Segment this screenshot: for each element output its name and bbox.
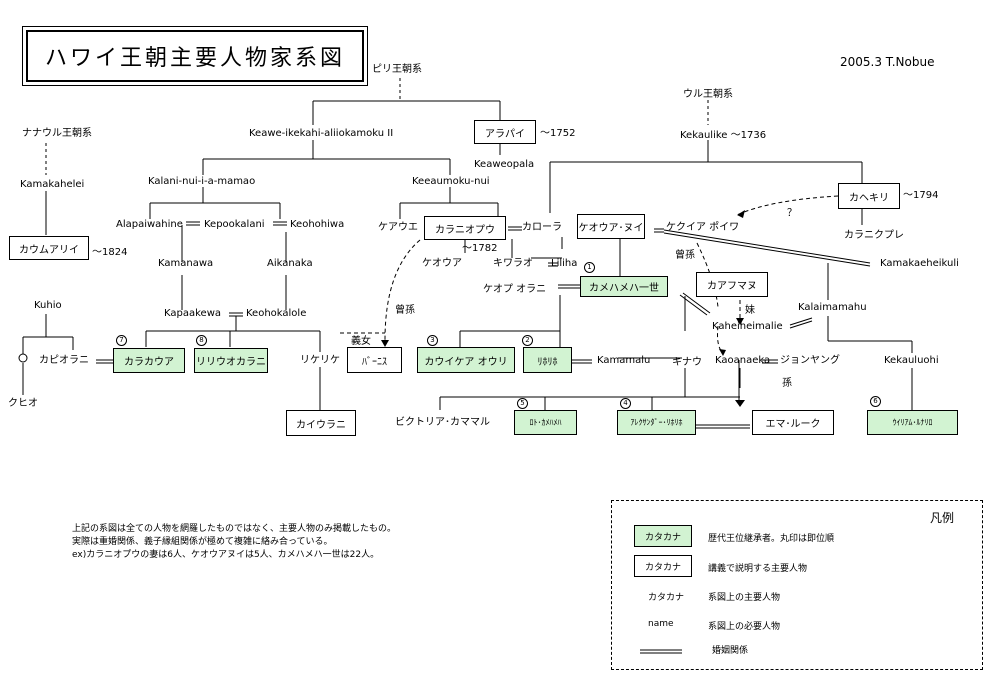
death-year-kahekili: ～1794 — [903, 190, 939, 201]
person-keaweopala: Keaweopala — [474, 159, 535, 170]
death-year-arapai: ～1752 — [540, 128, 576, 139]
person-john-young: ジョンヤング — [780, 355, 840, 366]
succession-number-lunalilo: 6 — [870, 396, 881, 407]
box-kalakaua: カラカウア — [113, 348, 185, 373]
box-kaumualii: カウムアリイ — [9, 236, 89, 260]
person-kaheiheimalie: Kaheiheimalie — [712, 321, 783, 332]
box-kaiulani: カイウラニ — [286, 410, 356, 436]
person-kinau: キナウ — [672, 357, 702, 368]
box-arapai: アラパイ — [474, 120, 536, 144]
legend: 凡例 カタカナ 歴代王位継承者。丸印は即位順 カタカナ 講義で説明する主要人物 … — [611, 500, 983, 670]
person-keeaumoku: Keeaumoku-nui — [412, 176, 490, 187]
box-liholiho: ﾘﾎﾘﾎ — [523, 347, 572, 373]
person-aikanaka: Aikanaka — [267, 258, 313, 269]
box-lot-kamehameha: ﾛﾄ･ｶﾒﾊﾒﾊ — [514, 410, 577, 435]
person-alapaiwahine: Alapaiwahine — [116, 219, 183, 230]
death-year-kalaniopuu: ～1782 — [462, 243, 498, 254]
box-keoua-nui: ケオウア･ヌイ — [577, 214, 645, 239]
person-keaue: ケアウエ — [378, 222, 418, 233]
person-kamamalu: Kamamalu — [597, 355, 651, 366]
author-credit: 2005.3 T.Nobue — [840, 55, 935, 69]
person-keawe: Keawe-ikekahi-aliiokamoku II — [249, 128, 394, 139]
great-grandchild-label-1: 曾孫 — [675, 250, 695, 261]
person-keopuolani: ケオプ オラニ — [483, 284, 547, 295]
person-kepookalani: Kepookalani — [204, 219, 265, 230]
person-kaoanaeka: Kaoanaeka — [715, 355, 771, 366]
person-kalanikupule: カラニクプレ — [844, 230, 904, 241]
adopted-daughter-label: 義女 — [351, 336, 371, 347]
page-title: ハワイ王朝主要人物家系図 — [22, 26, 368, 86]
great-grandchild-label-2: 曾孫 — [395, 305, 415, 316]
person-kapiolani: カピオラニ — [39, 355, 89, 366]
succession-number-liliuokalani: 8 — [196, 335, 207, 346]
person-rikerike: リケリケ — [300, 355, 340, 366]
note-line-3: ex)カラニオプウの妻は6人、ケオウアヌイは5人、カメハメハ一世は22人。 — [72, 550, 380, 560]
legend-title: 凡例 — [930, 511, 955, 525]
legend-katakana-desc: 系図上の主要人物 — [708, 593, 781, 603]
legend-green-desc: 歴代王位継承者。丸印は即位順 — [708, 534, 835, 544]
box-kaahumanu: カアフマヌ — [696, 272, 768, 297]
unknown-relation-mark: ？ — [787, 208, 797, 219]
box-liliuokalani: リリウオカラニ — [194, 348, 268, 373]
person-liliha: Liliha — [551, 258, 578, 269]
person-keohohiwa: Keohohiwa — [290, 219, 345, 230]
person-kuhio-2: クヒオ — [8, 398, 38, 409]
person-kamanawa: Kamanawa — [158, 258, 214, 269]
nanaulu-dynasty-label: ナナウル王朝系 — [22, 128, 92, 139]
person-keohokalole: Keohokalole — [246, 308, 307, 319]
person-kalaimamahu: Kalaimamahu — [798, 302, 867, 313]
succession-number-liholiho: 2 — [522, 335, 533, 346]
person-kekaulike: Kekaulike ～1736 — [680, 130, 767, 141]
piri-dynasty-label: ピリ王朝系 — [372, 64, 422, 75]
person-kapaakewa: Kapaakewa — [164, 308, 222, 319]
ulu-dynasty-label: ウル王朝系 — [683, 89, 733, 100]
person-kekauluohi: Kekauluohi — [884, 355, 939, 366]
note-line-1: 上記の系図は全ての人物を網羅したものではなく、主要人物のみ掲載したもの。 — [72, 524, 397, 534]
box-kahekili: カヘキリ — [838, 183, 900, 209]
person-kekuiapoiwa: ケクイア ポイワ — [666, 222, 740, 233]
grandchild-label: 孫 — [782, 378, 792, 389]
note-line-2: 実際は重婚関係、義子縁組関係が極めて複雑に絡み合っている。 — [72, 537, 333, 547]
box-alexander-liholiho: ｱﾚｸｻﾝﾀﾞｰ･ﾘﾎﾘﾎ — [617, 410, 696, 435]
succession-number-kalakaua: 7 — [116, 335, 127, 346]
person-keoua: ケオウア — [422, 258, 462, 269]
legend-katakana-sample: カタカナ — [648, 593, 685, 603]
person-kuhio: Kuhio — [34, 300, 62, 311]
person-kamakaeheikuli: Kamakaeheikuli — [880, 258, 959, 269]
legend-name-desc: 系図上の必要人物 — [708, 622, 781, 632]
legend-white-desc: 講義で説明する主要人物 — [708, 564, 808, 574]
sister-label: 妹 — [745, 305, 755, 316]
person-kiwarao: キワラオ — [493, 258, 533, 269]
succession-number-kamehameha-1: 1 — [584, 262, 595, 273]
box-bernice: ﾊﾞｰﾆｽ — [347, 347, 402, 373]
box-kalaniopuu: カラニオプウ — [424, 216, 506, 240]
box-william-lunalilo: ｳｲﾘｱﾑ･ﾙﾅﾘﾛ — [867, 410, 958, 435]
person-kamakahelei: Kamakahelei — [20, 179, 85, 190]
succession-number-lot: 5 — [517, 398, 528, 409]
succession-number-alexander: 4 — [620, 398, 631, 409]
legend-green-sample: カタカナ — [634, 525, 692, 547]
legend-marriage-desc: 婚姻関係 — [712, 646, 749, 656]
box-emma-rooke: エマ･ルーク — [752, 410, 834, 435]
death-year-kaumualii: ～1824 — [92, 247, 128, 258]
person-karora: カローラ — [522, 222, 562, 233]
person-kalani: Kalani-nui-i-a-mamao — [148, 176, 256, 187]
box-kamehameha-1: カメハメハ一世 — [580, 276, 668, 297]
box-kauikeaouli: カウイケア オウリ — [417, 347, 515, 373]
legend-name-sample: name — [648, 619, 674, 629]
person-victoria: ビクトリア･カママル — [395, 417, 490, 428]
succession-number-kauikeaouli: 3 — [427, 335, 438, 346]
legend-white-sample: カタカナ — [634, 555, 692, 577]
